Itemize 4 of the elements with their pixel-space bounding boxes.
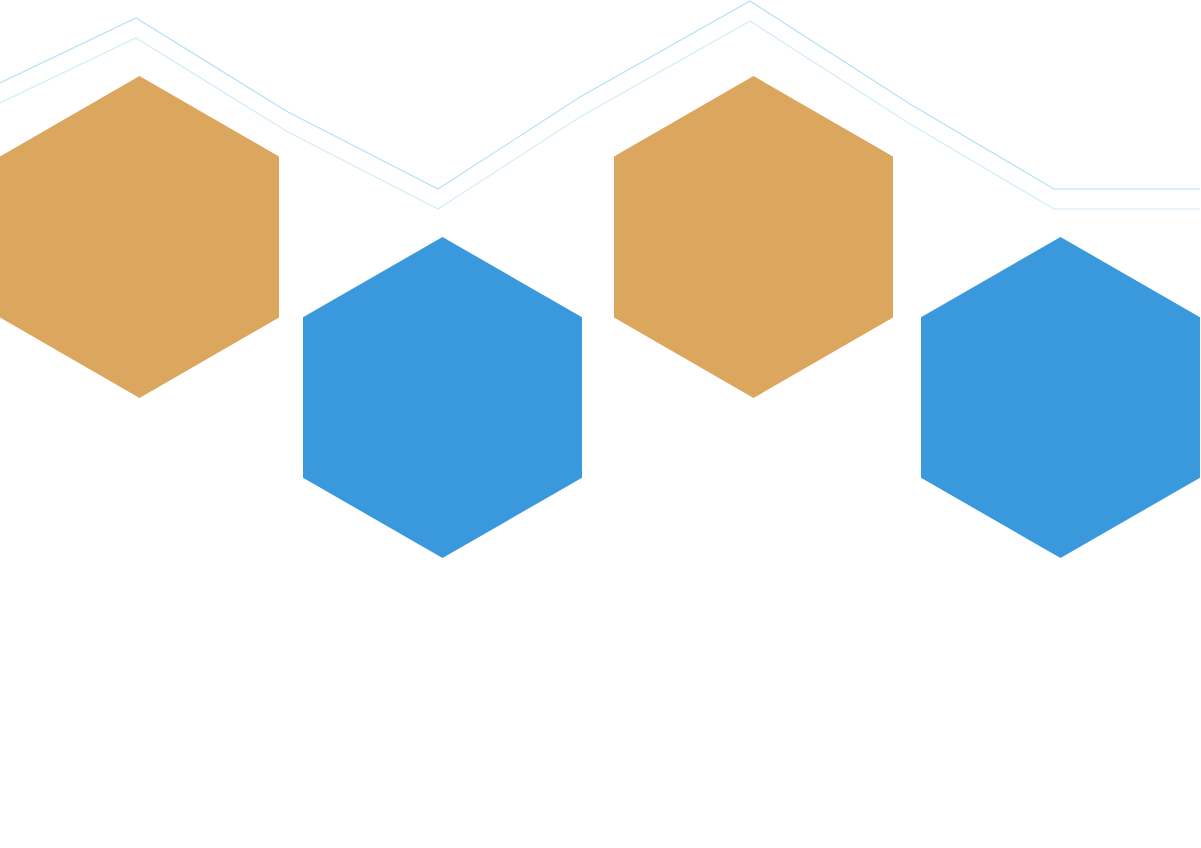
hexagon <box>0 76 279 398</box>
hexagon <box>921 237 1200 558</box>
hexagon <box>614 76 893 398</box>
hexagon <box>303 237 582 558</box>
